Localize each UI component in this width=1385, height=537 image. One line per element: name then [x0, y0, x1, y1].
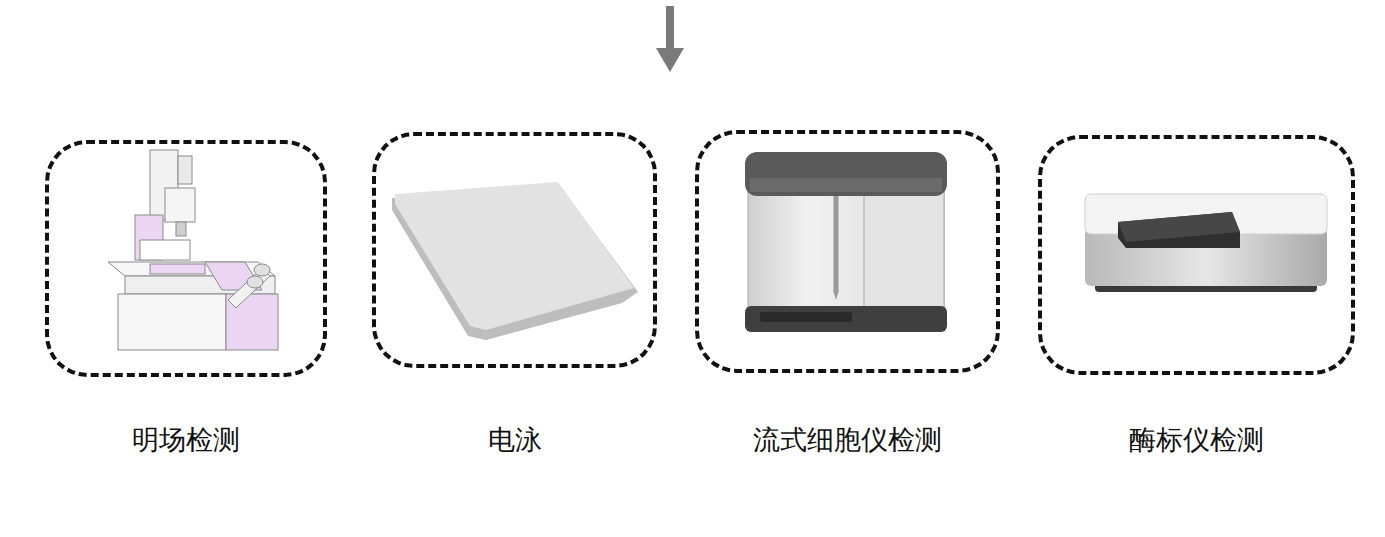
- dashed-box: 流式细胞仪检测: [695, 130, 1000, 373]
- gel-plate-drawing: [392, 182, 638, 340]
- caption-label: 流式细胞仪检测: [659, 422, 1036, 458]
- dashed-box: 酶标仪检测: [1038, 135, 1355, 375]
- caption-label: 电泳: [336, 422, 693, 458]
- microscope-drawing: [108, 150, 278, 350]
- plate-reader-drawing: [1085, 194, 1327, 292]
- caption-label: 酶标仪检测: [1002, 422, 1385, 458]
- down-arrow: [656, 6, 684, 72]
- flow-cytometer-drawing: [745, 152, 947, 332]
- dashed-box: 明场检测: [45, 140, 327, 377]
- dashed-box: 电泳: [372, 132, 657, 368]
- caption-label: 明场检测: [9, 422, 363, 458]
